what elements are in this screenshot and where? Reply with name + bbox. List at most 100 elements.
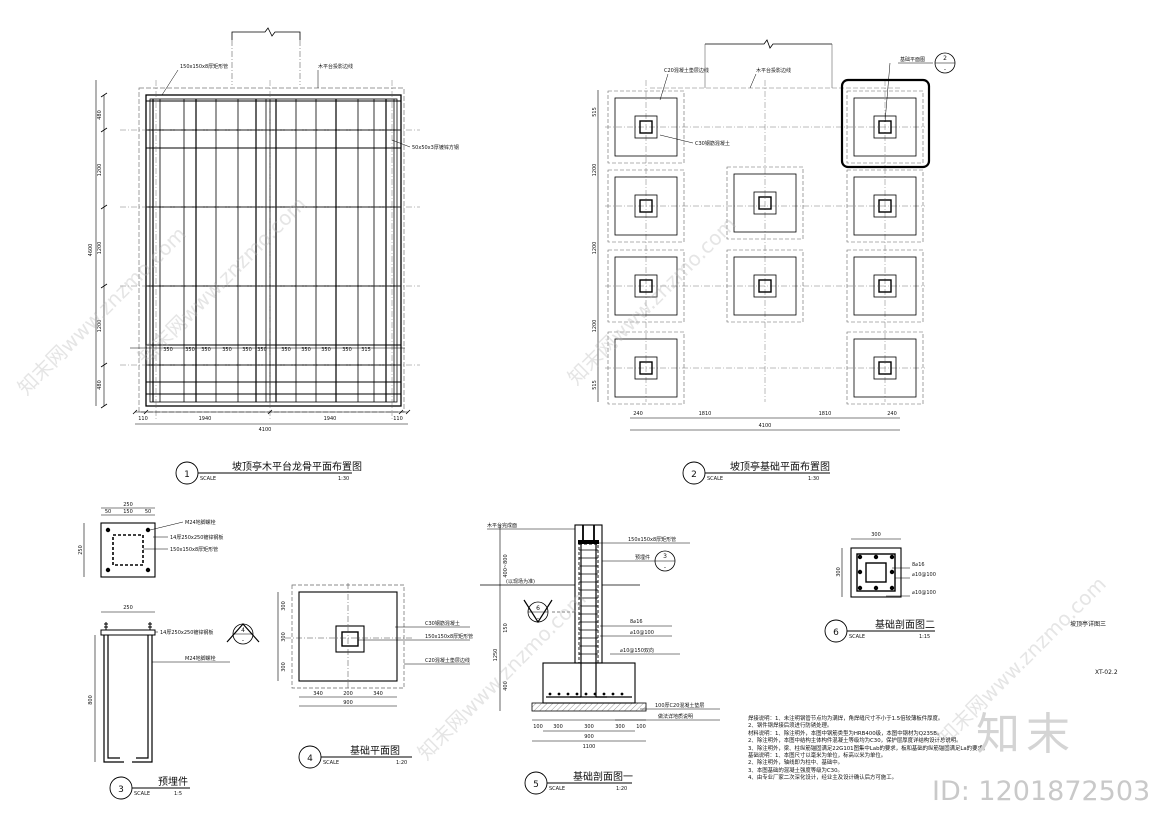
rebar-dot xyxy=(593,692,597,696)
footing-outline xyxy=(733,173,797,233)
dim-height: 300 xyxy=(836,567,842,577)
footing-outline xyxy=(614,97,678,157)
scale-label: SCALE xyxy=(323,760,339,766)
dim-spacing: 350 xyxy=(257,347,267,353)
dim-spacing: 350 xyxy=(301,347,311,353)
drawing-number: 2 xyxy=(691,470,697,480)
scale-value: 1:5 xyxy=(174,791,182,797)
callout-number: 2 xyxy=(943,55,947,62)
drawing-title: 坡顶亭基础平面布置图 xyxy=(730,460,830,473)
tube-section xyxy=(878,361,892,375)
scale-label: SCALE xyxy=(849,634,865,640)
dim-h: 1810 xyxy=(819,411,832,417)
cushion-outline xyxy=(846,169,924,243)
scale-label: SCALE xyxy=(707,476,723,482)
label-foundation-plan: 基础平面图 xyxy=(900,56,925,63)
rebar-dot xyxy=(620,692,624,696)
dim-part: 340 xyxy=(313,691,323,697)
label-platform-projection: 木平台投影边线 xyxy=(318,63,353,70)
pier-outline xyxy=(634,194,658,218)
cushion-outline xyxy=(726,249,804,323)
scale-value: 1:30 xyxy=(808,476,819,482)
footing-outline xyxy=(853,256,917,316)
drawing-2-foundation-plan: C20混凝土垫层边线 木平台投影边线 C30钢筋混凝土 基础平面图 2 - 41… xyxy=(592,39,956,485)
pier-outline xyxy=(753,274,777,298)
dim-spacing: 350 xyxy=(222,347,232,353)
dim-tick xyxy=(100,283,108,289)
drawing-title: 坡顶亭木平台龙骨平面布置图 xyxy=(232,460,362,473)
scale-label: SCALE xyxy=(549,786,565,792)
dim-v: 400~800 xyxy=(503,554,509,577)
scale-value: 1:20 xyxy=(616,786,627,792)
dim-width: 250 xyxy=(123,605,133,611)
label-embed: 预埋件 xyxy=(635,554,650,561)
drawing-title: 预埋件 xyxy=(158,776,188,788)
pier-section xyxy=(850,547,902,598)
label-concrete: C30钢筋混凝土 xyxy=(425,620,460,627)
dim-total: 4100 xyxy=(259,427,272,433)
dim-v: 1200 xyxy=(592,242,598,255)
dim-h: 240 xyxy=(887,411,897,417)
cushion-outline xyxy=(607,169,685,243)
dim-edge-a: 110 xyxy=(138,416,148,422)
dim-v: 480 xyxy=(97,110,103,120)
dim-v: 480 xyxy=(97,380,103,390)
rebar-dot xyxy=(584,692,588,696)
tube-section xyxy=(639,199,653,213)
note-line: 焊接说明：1、未注明钢管节点均为满焊，角焊缝尺寸不小于1.5倍较薄板件厚度。 xyxy=(748,716,944,722)
label-grade: (以现场为准) xyxy=(506,578,535,585)
drawing-3-embedded-part: 250 50 150 50 250 M24地脚螺栓 14厚250x250镀锌钢板… xyxy=(78,502,260,800)
dim-total: 900 xyxy=(343,700,353,706)
label-bolt: M24地脚螺栓 xyxy=(185,519,216,526)
label-platform-projection: 木平台投影边线 xyxy=(756,67,791,74)
label-rebar: ⌀10@100 xyxy=(630,630,654,636)
note-line: 3、本图基础的混凝土强度等级为C30。 xyxy=(748,767,843,774)
note-line: 2、除注明外，本图中结构主体构件混凝土等级均为C30，保护层厚度详结构设计总说明… xyxy=(748,738,962,745)
note-line: 2、钢件钢焊接后须进行防锈处理。 xyxy=(748,723,833,730)
label-finish-level: 木平台完成面 xyxy=(487,522,517,529)
dim-part: 50 xyxy=(145,509,151,515)
dim-tick xyxy=(398,409,404,415)
label-cushion: C20混凝土垫层边线 xyxy=(425,657,470,664)
tube-section xyxy=(341,631,359,647)
dim-h: 1810 xyxy=(699,411,712,417)
dim-total: 4100 xyxy=(759,423,772,429)
drawing-number: 5 xyxy=(533,780,539,790)
dim-tick xyxy=(100,362,108,368)
dim-part: 340 xyxy=(373,691,383,697)
tube-section xyxy=(878,279,892,293)
dim-tick xyxy=(100,204,108,210)
drawing-number: 1 xyxy=(184,470,190,480)
sheet-title: 坡顶亭详图三 xyxy=(1070,620,1106,628)
label-bolt: M24地脚螺栓 xyxy=(185,655,216,662)
tube-section xyxy=(639,120,653,134)
rebar-dot xyxy=(611,692,615,696)
pier-outline xyxy=(753,191,777,215)
rebar-dot xyxy=(566,692,570,696)
cushion-outline xyxy=(607,249,685,323)
pier-outline xyxy=(634,274,658,298)
callout-sheet: - xyxy=(242,637,244,644)
tube-section xyxy=(758,279,772,293)
dim-h: 100 xyxy=(636,724,646,730)
dim-part: 150 xyxy=(123,509,133,515)
dim-v: 300 xyxy=(281,662,287,672)
axis-grid xyxy=(605,80,925,402)
drawing-1-framing-plan: 150x150x8厚矩形管 木平台投影边线 50x50x3厚镀锌方钢 4100 … xyxy=(88,27,459,485)
dim-v: 150 xyxy=(503,623,509,633)
label-rebar: 8⌀16 xyxy=(630,619,643,625)
dim-inner: 900 xyxy=(584,734,594,740)
callout-number: 6 xyxy=(536,605,540,612)
footing-outline xyxy=(614,176,678,236)
cushion-outline xyxy=(846,249,924,323)
scale-label: SCALE xyxy=(200,476,216,482)
dim-h: 300 xyxy=(615,724,625,730)
drawing-number: 3 xyxy=(118,785,124,795)
tube-section xyxy=(112,534,144,566)
footing-outline xyxy=(614,338,678,398)
drawing-title: 基础剖面图二 xyxy=(875,618,935,631)
dim-h: 240 xyxy=(633,411,643,417)
callout-number: 3 xyxy=(663,553,667,560)
label-plate: 14厚250x250镀锌钢板 xyxy=(160,629,213,636)
dim-tick xyxy=(405,409,411,415)
